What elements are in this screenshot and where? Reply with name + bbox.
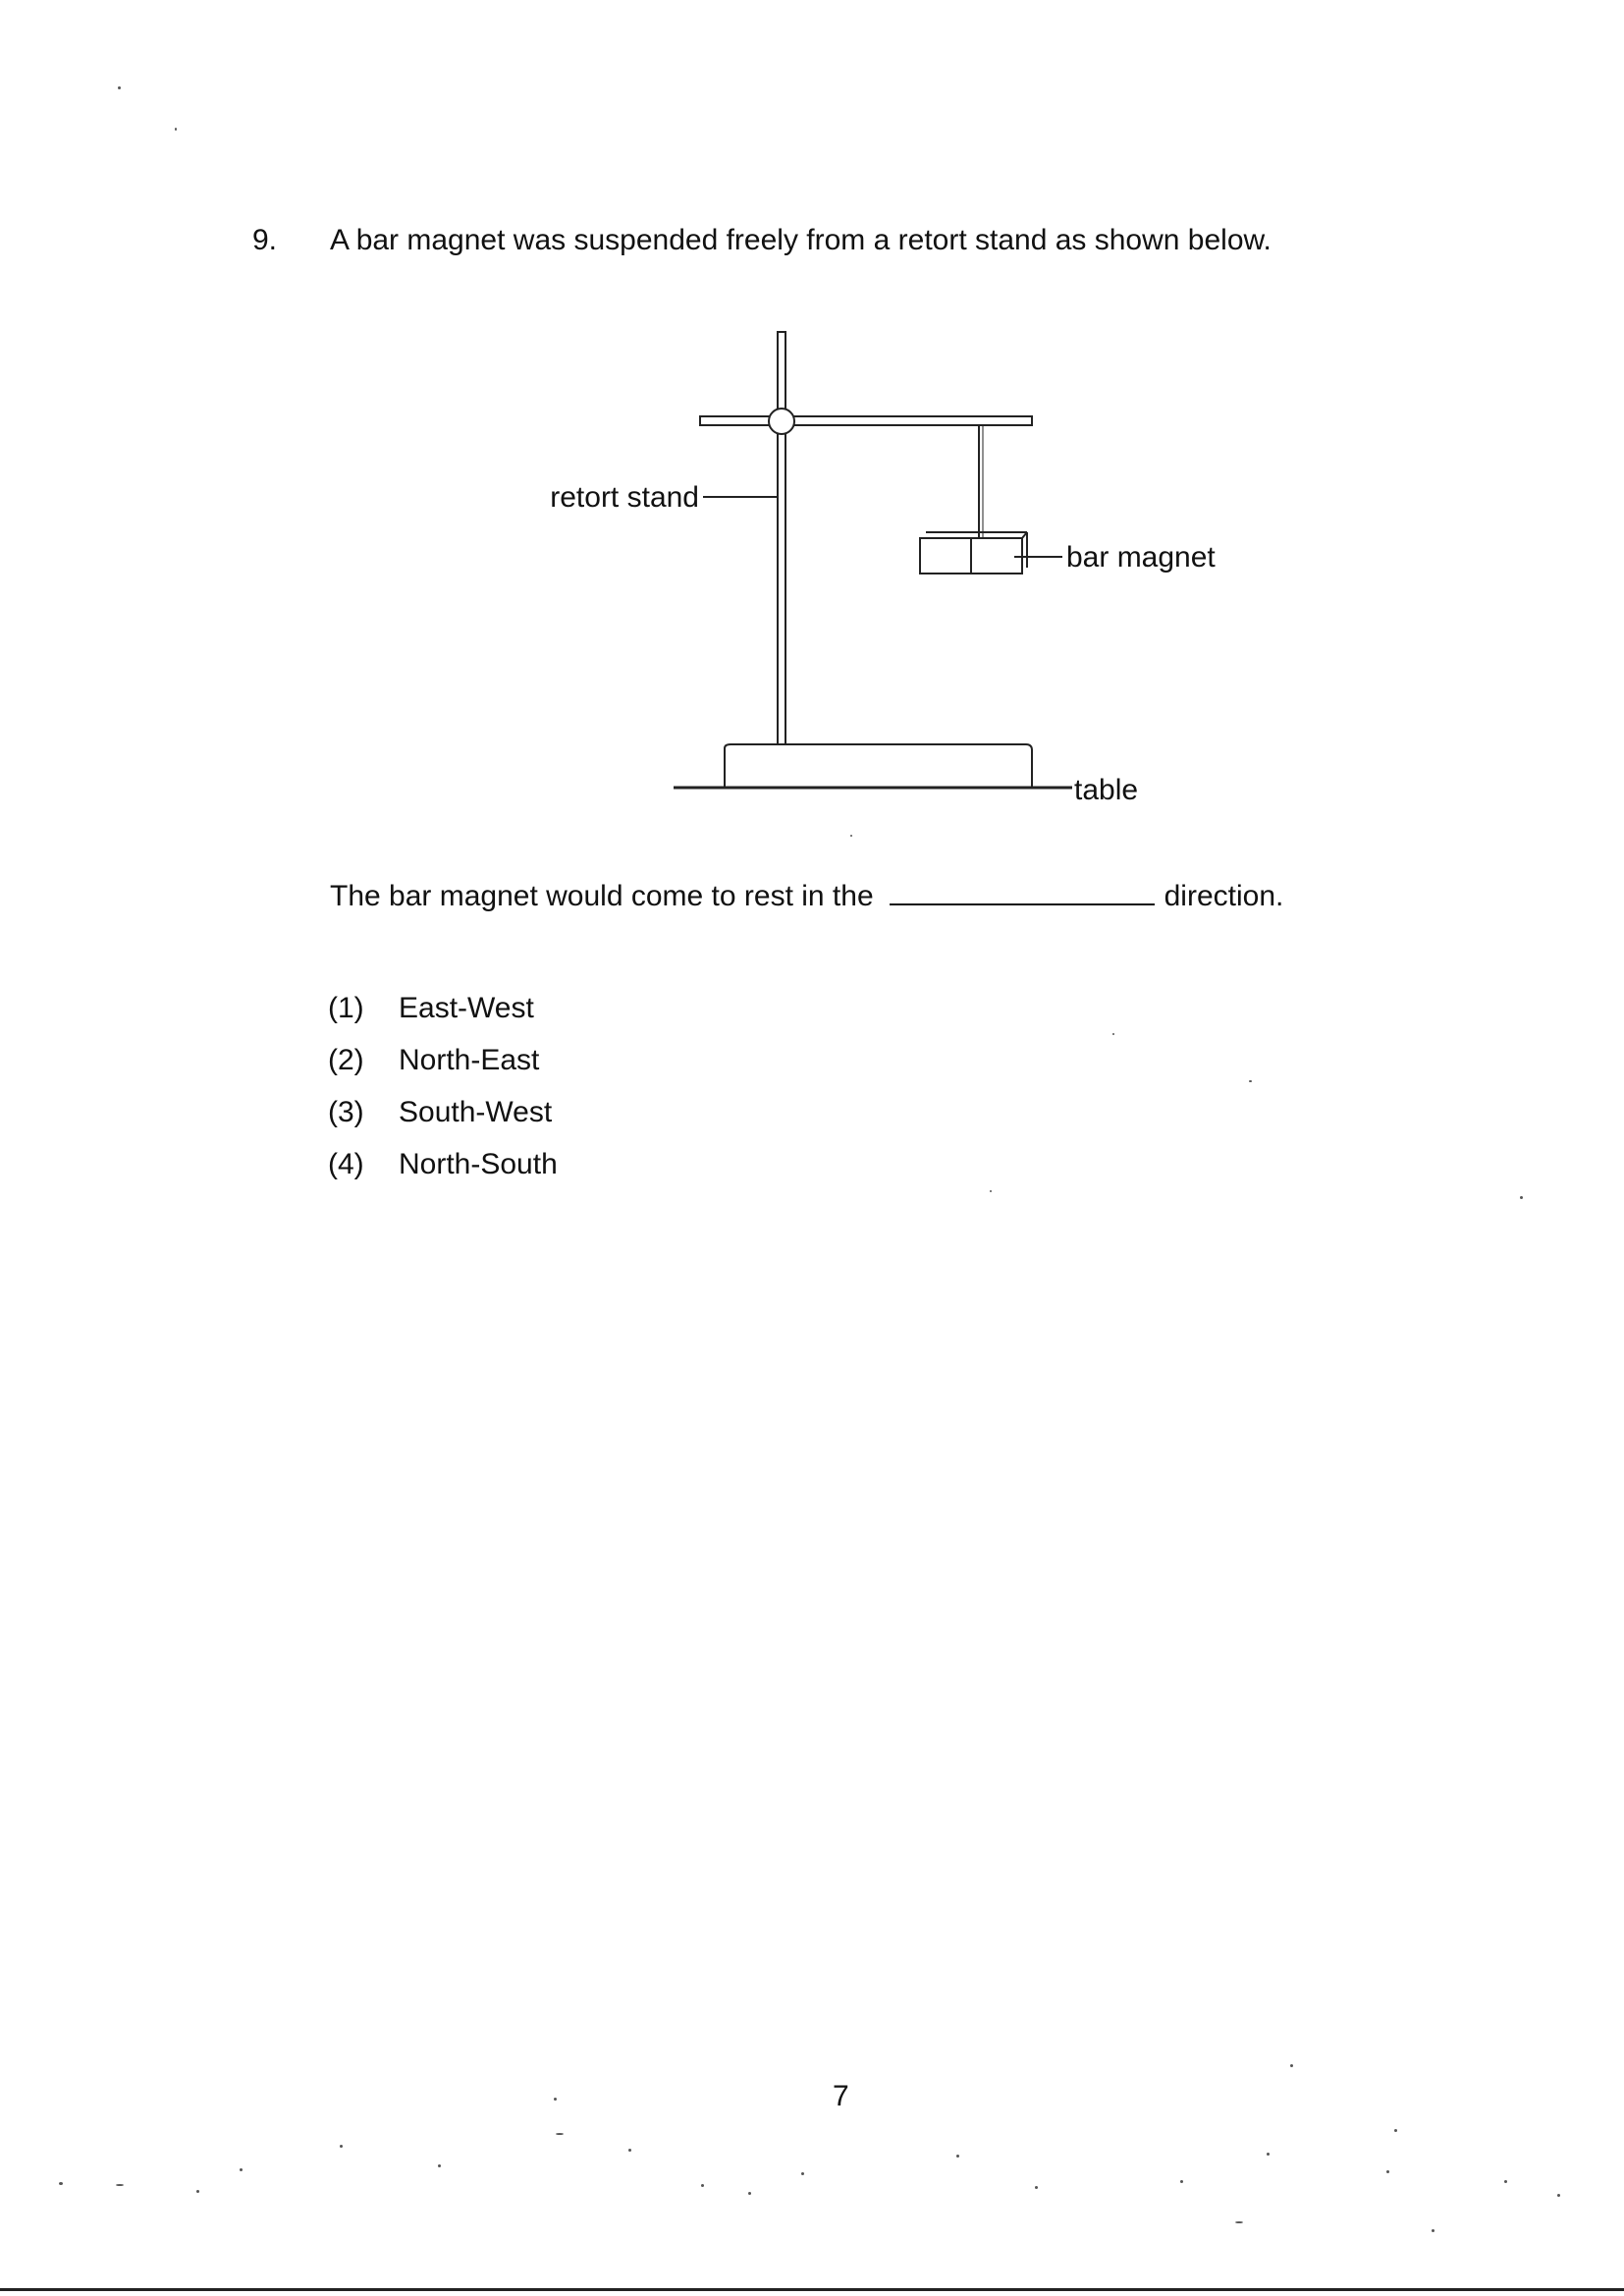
scan-speck: [240, 2168, 243, 2171]
option-number: (1): [328, 991, 364, 1024]
option-text: East-West: [399, 991, 534, 1024]
option-text: North-East: [399, 1043, 540, 1076]
option-text: North-South: [399, 1147, 558, 1180]
option-text: South-West: [399, 1095, 553, 1128]
option-4: (4) North-South: [328, 1138, 558, 1190]
retort-arm: [699, 415, 1033, 426]
page-number: 7: [833, 2080, 849, 2112]
scan-speck: [59, 2182, 63, 2185]
retort-stand-diagram: retort stand bar magnet table: [530, 314, 1257, 825]
scan-speck: [1290, 2064, 1293, 2067]
option-number: (2): [328, 1043, 364, 1076]
retort-stand-label: retort stand: [550, 481, 699, 514]
scan-speck: [1249, 1080, 1252, 1082]
option-1: (1) East-West: [328, 982, 558, 1034]
scan-speck: [850, 835, 852, 837]
scan-speck: [554, 2098, 557, 2101]
option-2: (2) North-East: [328, 1034, 558, 1086]
question-number: 9.: [252, 224, 278, 256]
scan-speck: [196, 2190, 199, 2193]
scan-speck: [438, 2164, 441, 2167]
scan-speck: [116, 2184, 124, 2186]
scan-speck: [1386, 2170, 1389, 2173]
scan-speck: [1394, 2129, 1397, 2132]
scan-speck: [1557, 2194, 1560, 2197]
scan-speck: [1520, 1196, 1523, 1199]
answer-blank: [889, 880, 1155, 905]
question-text: A bar magnet was suspended freely from a…: [330, 224, 1272, 256]
scan-speck: [628, 2149, 631, 2152]
scan-speck: [956, 2155, 959, 2158]
scan-speck: [556, 2133, 564, 2135]
scan-speck: [801, 2172, 804, 2175]
diagram-svg: retort stand bar magnet table: [550, 331, 1216, 806]
retort-base: [724, 743, 1033, 789]
scan-speck: [175, 128, 177, 131]
answer-options: (1) East-West (2) North-East (3) South-W…: [328, 982, 558, 1190]
scan-speck: [1035, 2186, 1038, 2189]
option-number: (3): [328, 1095, 364, 1128]
scan-speck: [1432, 2229, 1435, 2232]
fill-in-statement: The bar magnet would come to rest in the…: [330, 880, 1283, 913]
option-3: (3) South-West: [328, 1086, 558, 1138]
option-number: (4): [328, 1147, 364, 1180]
retort-rod: [777, 331, 786, 765]
bar-magnet-corner: [1021, 531, 1028, 539]
scan-speck: [1504, 2180, 1507, 2183]
scan-speck: [1112, 1033, 1114, 1035]
scan-speck: [340, 2145, 343, 2148]
scan-speck: [1267, 2153, 1270, 2156]
clamp-boss: [768, 408, 795, 435]
table-label: table: [1074, 774, 1138, 806]
scan-speck: [1180, 2180, 1183, 2183]
scan-speck: [748, 2192, 751, 2195]
statement-before-blank: The bar magnet would come to rest in the: [330, 880, 874, 912]
scan-speck: [990, 1190, 992, 1192]
scan-speck: [701, 2184, 704, 2187]
scan-speck: [118, 86, 121, 89]
scan-speck: [1235, 2221, 1243, 2223]
page-bottom-rule: [0, 2288, 1624, 2291]
bar-magnet-label: bar magnet: [1066, 541, 1216, 574]
statement-after-blank: direction.: [1164, 880, 1284, 912]
